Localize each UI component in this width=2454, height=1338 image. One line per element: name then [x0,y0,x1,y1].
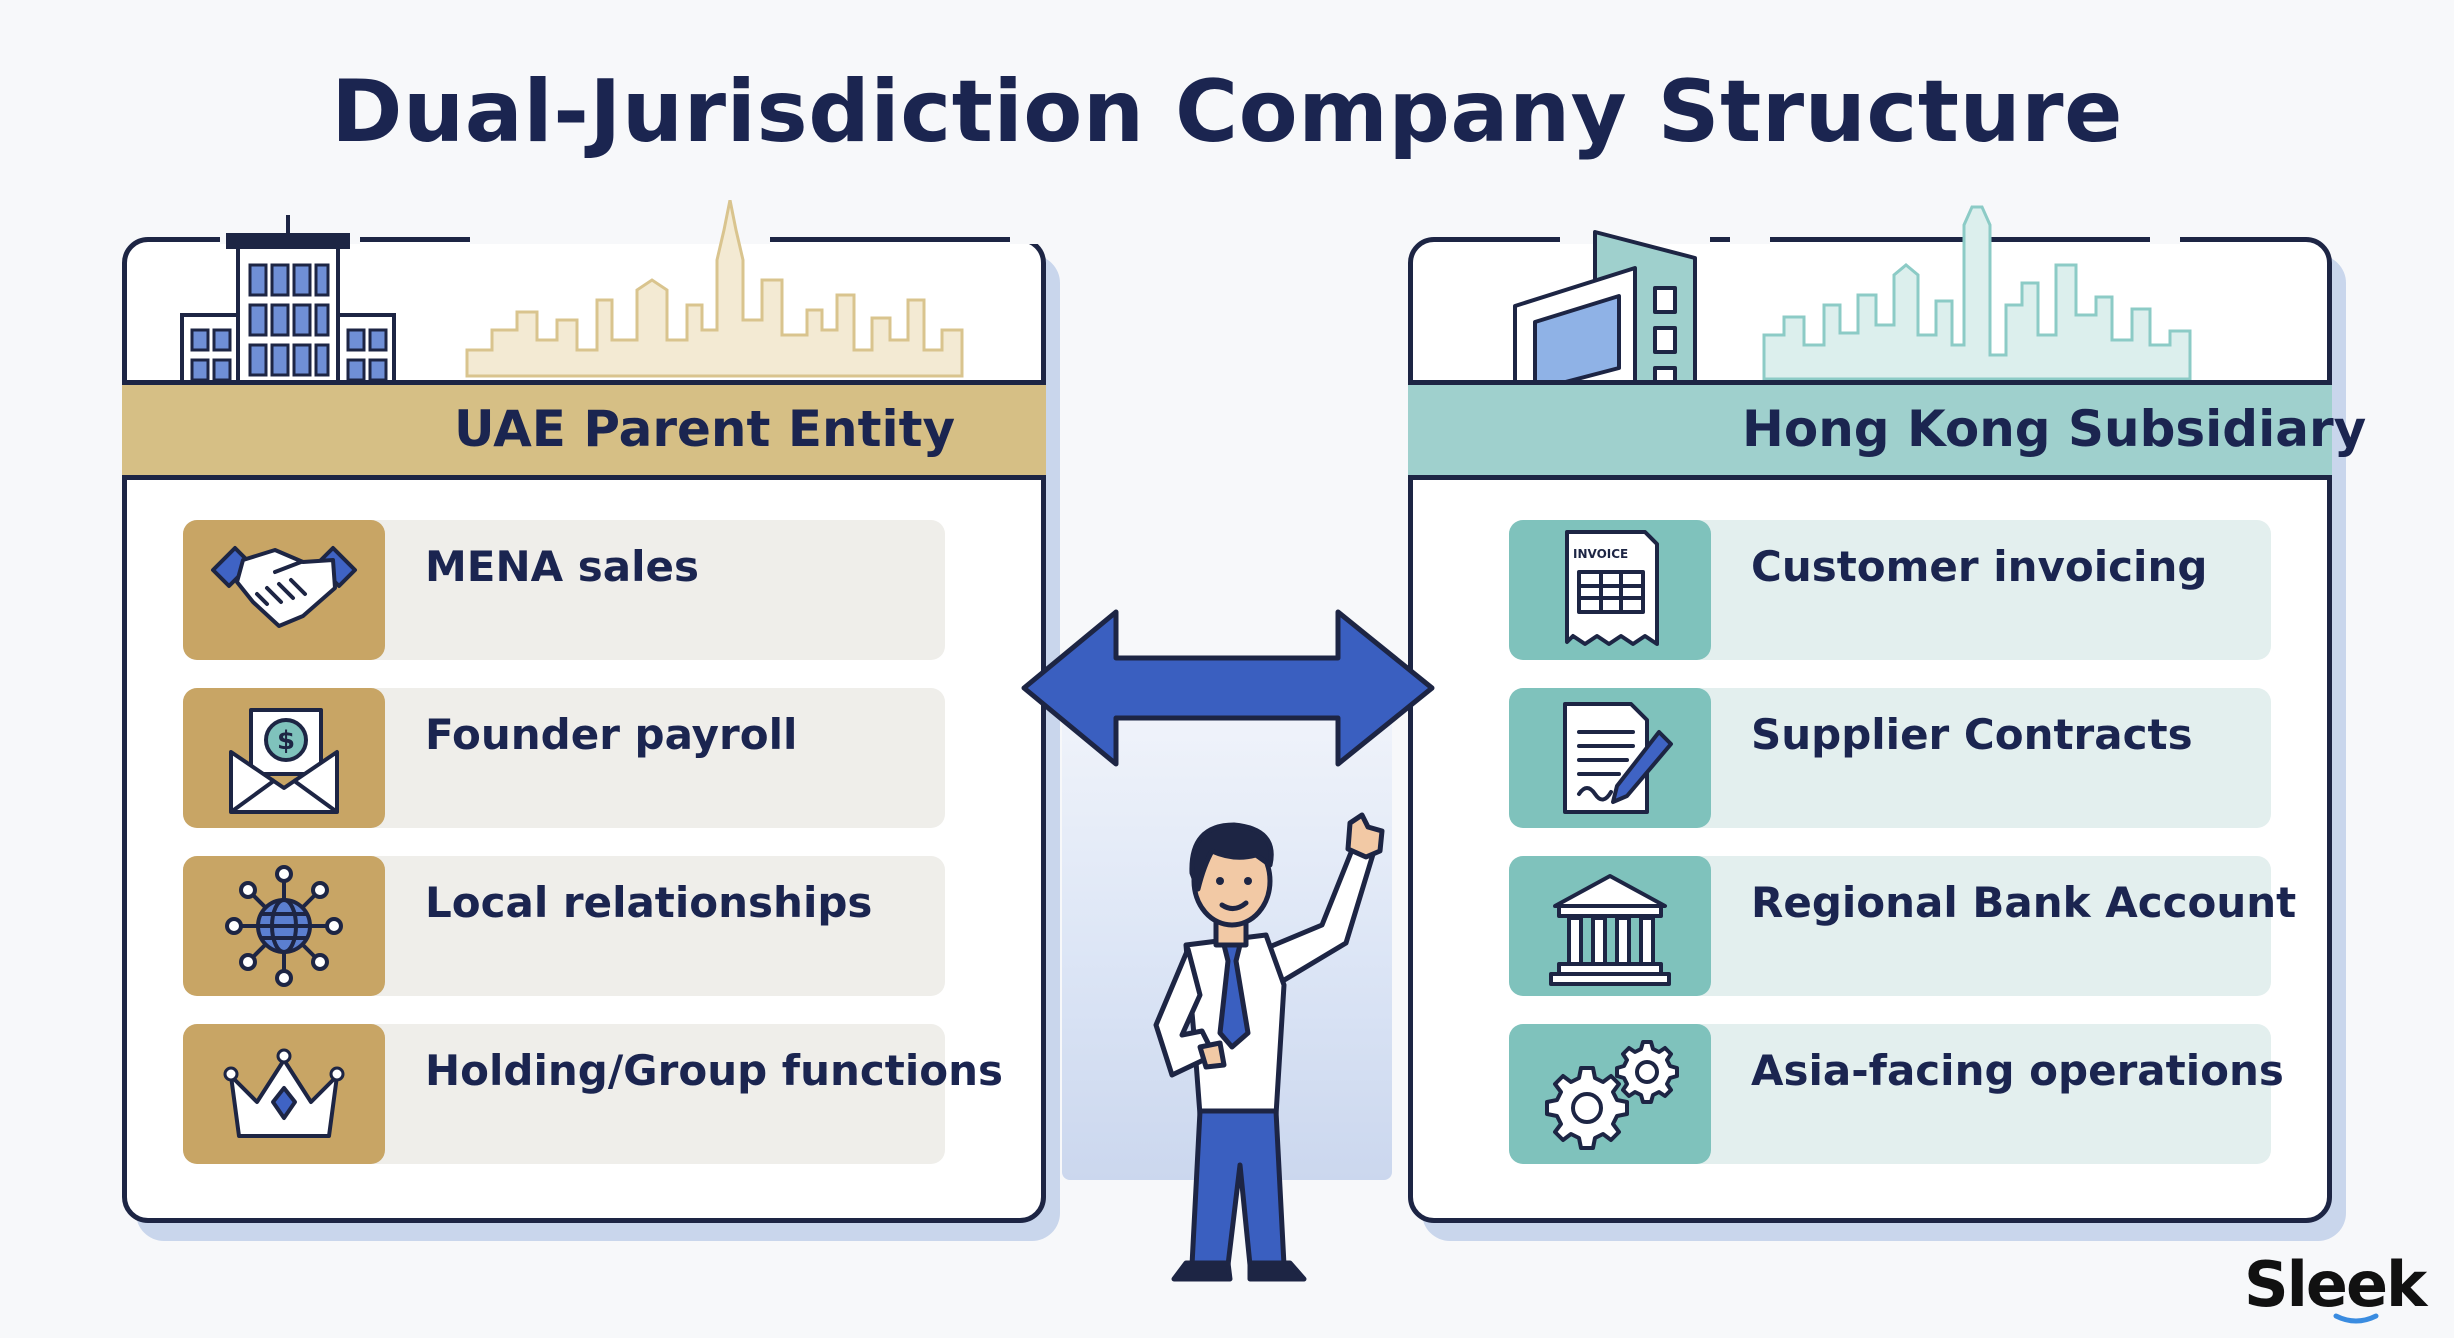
list-item-label: Customer invoicing [1751,542,2208,591]
svg-text:Sleek: Sleek [2244,1248,2429,1321]
payroll-envelope-icon: $ [183,688,385,828]
list-item-label: Founder payroll [425,710,798,759]
right-panel-top-gap-2 [1730,230,1770,244]
double-arrow-icon [1021,609,1435,767]
list-item: INVOICE Customer invoicing [1509,520,2271,660]
left-panel-top-gap-3 [1010,230,1040,244]
list-item-label: Regional Bank Account [1751,878,2297,927]
hong-kong-heading-band [1408,380,2332,480]
uae-parent-heading: UAE Parent Entity [454,400,956,458]
list-item-label: Supplier Contracts [1751,710,2193,759]
list-item: Local relationships [183,856,945,996]
handshake-icon [183,520,385,660]
hong-kong-subsidiary-heading: Hong Kong Subsidiary [1742,400,2367,458]
sleek-logo: Sleek [2244,1248,2431,1324]
crown-icon [183,1024,385,1164]
list-item-label: Holding/Group functions [425,1046,1003,1095]
list-item: Regional Bank Account [1509,856,2296,996]
hong-kong-skyline-icon [1762,205,2192,381]
list-item-label: Local relationships [425,878,873,927]
svg-text:$: $ [277,726,295,756]
list-item: Asia-facing operations [1509,1024,2284,1164]
businessman-pointing-icon [1153,812,1385,1282]
bank-icon [1509,856,1711,996]
invoice-icon: INVOICE [1509,520,1711,660]
gears-icon [1509,1024,1711,1164]
left-panel-top-gap-2 [470,230,770,244]
list-item: MENA sales [183,520,945,660]
list-item-label: MENA sales [425,542,699,591]
right-panel-top-gap-3 [2150,230,2180,244]
list-item: Supplier Contracts [1509,688,2271,828]
network-globe-icon [183,856,385,996]
uae-heading-band [122,380,1046,480]
list-item: Holding/Group functions [183,1024,1003,1164]
list-item-label: Asia-facing operations [1751,1046,2284,1095]
list-item: $ Founder payroll [183,688,945,828]
invoice-icon-text: INVOICE [1573,547,1628,561]
page-title: Dual-Jurisdiction Company Structure [331,62,2123,162]
uae-skyline-icon [465,200,964,378]
contract-signing-icon [1509,688,1711,828]
